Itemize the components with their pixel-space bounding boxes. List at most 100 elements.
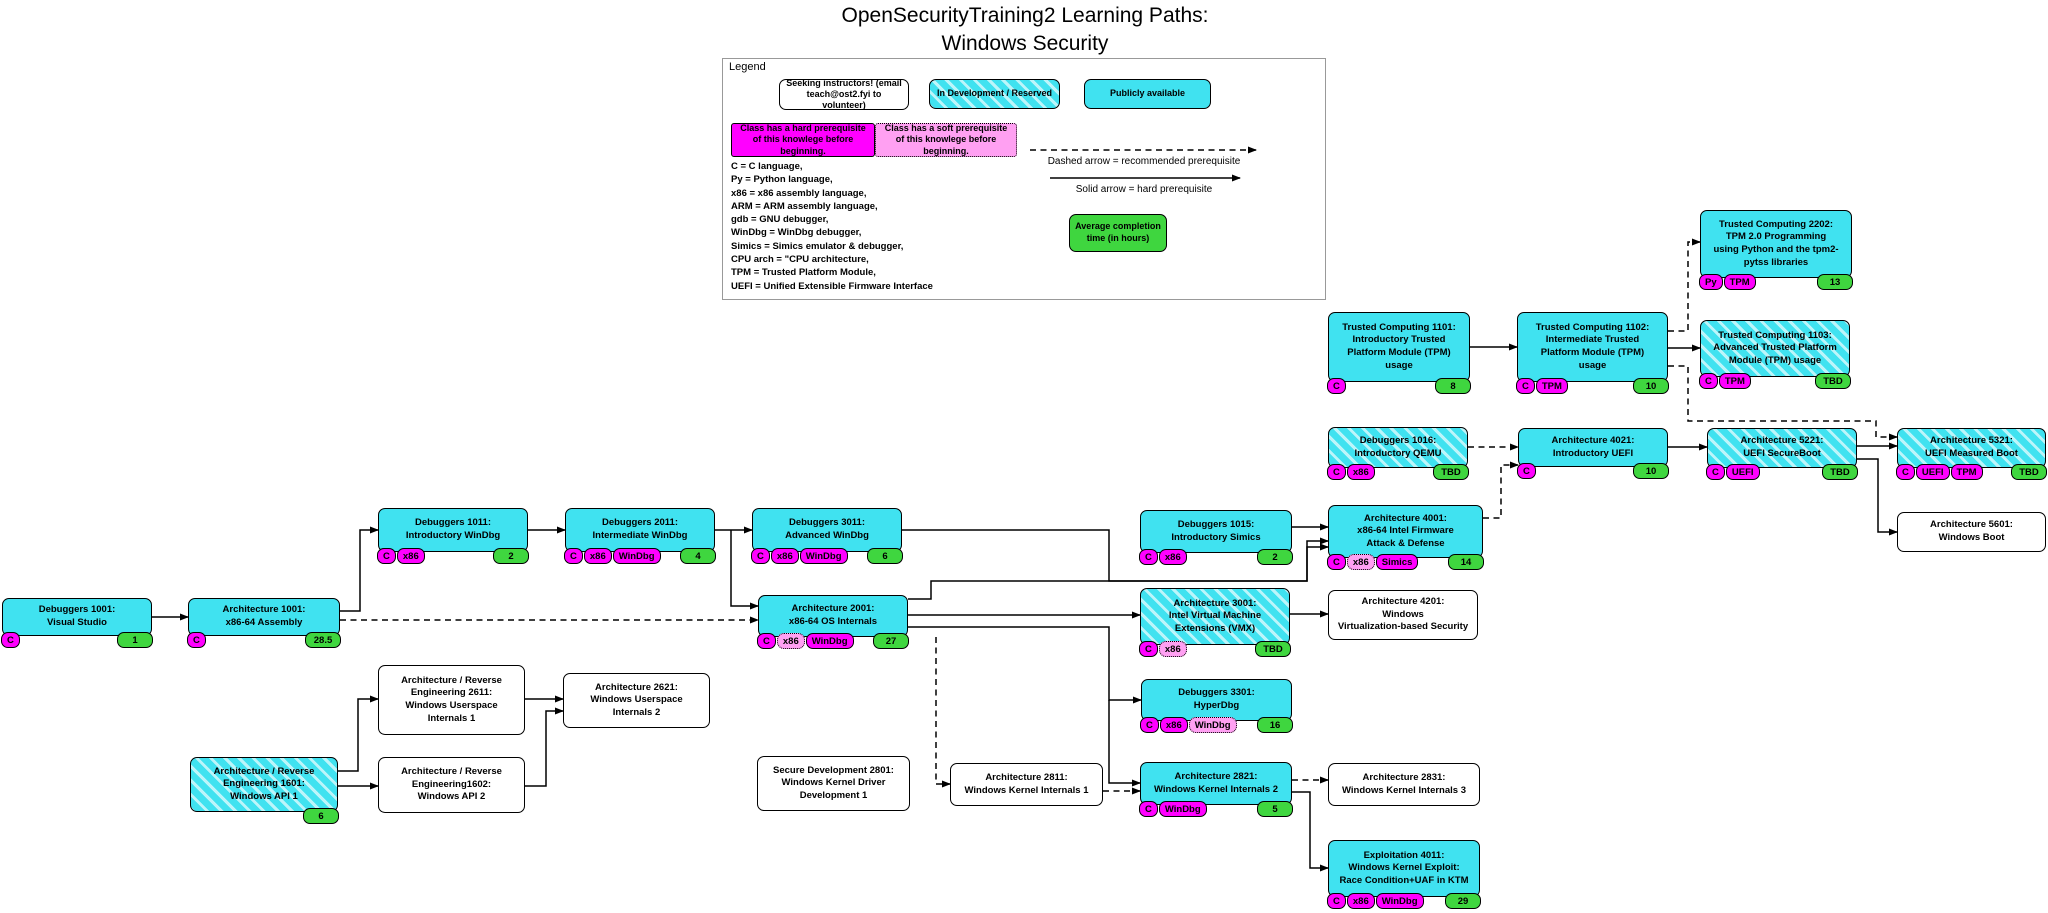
hard-prereq-badge-windbg: WinDbg xyxy=(1375,893,1424,909)
prereq-badges: C xyxy=(1327,378,1347,394)
completion-time-badge: TBD xyxy=(1255,641,1291,657)
completion-time-badge: 10 xyxy=(1633,378,1669,394)
completion-time-badge: 10 xyxy=(1633,463,1669,479)
prereq-badges: C xyxy=(1517,463,1537,479)
hard-prereq-badge-c: C xyxy=(1706,464,1725,480)
hard-prereq-badge-c: C xyxy=(1140,717,1159,733)
edge-arch-re-1601--arch-re-2611 xyxy=(338,695,379,772)
hard-prereq-badge-tpm: TPM xyxy=(1723,274,1756,290)
node-architecture-4021[interactable]: Architecture 4021:Introductory UEFI C 10 xyxy=(1517,428,1669,479)
badge-row: C 10 xyxy=(1517,463,1669,479)
hard-prereq-badge-c: C xyxy=(1699,373,1718,389)
node-title: Architecture 2811:Windows Kernel Interna… xyxy=(964,771,1089,796)
hard-prereq-badge-windbg: WinDbg xyxy=(805,633,854,649)
hard-prereq-badge-tpm: TPM xyxy=(1950,464,1983,480)
completion-time-badge: 4 xyxy=(680,548,716,564)
node-secure-development-2801[interactable]: Secure Development 2801:Windows Kernel D… xyxy=(757,756,910,811)
completion-time-badge: 2 xyxy=(1257,549,1293,565)
node-title: Trusted Computing 2202:TPM 2.0 Programmi… xyxy=(1713,218,1839,268)
soft-prereq-badge-windbg: WinDbg xyxy=(1188,717,1237,733)
hard-prereq-badge-uefi: UEFI xyxy=(1725,464,1760,480)
hard-prereq-badge-c: C xyxy=(751,548,770,564)
node-trusted-computing-2202[interactable]: Trusted Computing 2202:TPM 2.0 Programmi… xyxy=(1699,210,1853,290)
hard-prereq-badge-tpm: TPM xyxy=(1535,378,1568,394)
hard-prereq-badge-c: C xyxy=(1896,464,1915,480)
hard-prereq-badge-c: C xyxy=(1327,554,1346,570)
hard-prereq-badge-x86: x86 xyxy=(1346,893,1375,909)
node-architecture-5601[interactable]: Architecture 5601:Windows Boot xyxy=(1897,512,2046,552)
prereq-badges: C xyxy=(1,632,21,648)
legend-seeking-instructors-box: Seeking instructors! (email teach@ost2.f… xyxy=(779,78,909,110)
completion-time-badge: TBD xyxy=(2011,464,2047,480)
completion-time-badge: 16 xyxy=(1257,717,1293,733)
completion-time-badge: 27 xyxy=(873,633,909,649)
edge-trusted-computing-1102--trusted-computing-2202 xyxy=(1668,238,1701,332)
edge-architecture-2001--architecture-2811 xyxy=(935,637,951,788)
node-architecture-2821[interactable]: Architecture 2821:Windows Kernel Interna… xyxy=(1139,762,1293,817)
node-architecture-2831[interactable]: Architecture 2831:Windows Kernel Interna… xyxy=(1328,763,1480,806)
node-exploitation-4011[interactable]: Exploitation 4011:Windows Kernel Exploit… xyxy=(1327,840,1481,909)
hard-prereq-badge-c: C xyxy=(1139,641,1158,657)
hard-prereq-badge-x86: x86 xyxy=(770,548,799,564)
hard-prereq-badge-c: C xyxy=(1327,464,1346,480)
completion-time-badge: 14 xyxy=(1448,554,1484,570)
hard-prereq-badge-c: C xyxy=(1139,549,1158,565)
hard-prereq-badge-windbg: WinDbg xyxy=(1158,801,1207,817)
node-title: Debuggers 3301:HyperDbg xyxy=(1178,687,1255,711)
node-trusted-computing-1102[interactable]: Trusted Computing 1102:Intermediate Trus… xyxy=(1516,312,1669,394)
node-title: Architecture 4021:Introductory UEFI xyxy=(1551,434,1635,459)
node-title: Architecture 2821:Windows Kernel Interna… xyxy=(1154,770,1278,795)
node-title: Architecture 5601:Windows Boot xyxy=(1930,519,2013,543)
completion-time-badge: 2 xyxy=(493,548,529,564)
legend-panel: Legend Seeking instructors! (email teach… xyxy=(722,58,1326,300)
hard-prereq-badge-c: C xyxy=(1517,463,1536,479)
legend-in-development-box: In Development / Reserved xyxy=(929,79,1060,109)
node-title: Trusted Computing 1101:Introductory Trus… xyxy=(1342,321,1456,371)
soft-prereq-badge-x86: x86 xyxy=(1158,641,1187,657)
hard-prereq-badge-c: C xyxy=(1327,893,1346,909)
edge-arch-re-1602--architecture-2621 xyxy=(525,707,564,787)
hard-prereq-badge-c: C xyxy=(377,548,396,564)
completion-time-badge: 1 xyxy=(117,632,153,648)
node-trusted-computing-1103[interactable]: Trusted Computing 1103:Advanced Trusted … xyxy=(1699,320,1851,389)
node-trusted-computing-1101[interactable]: Trusted Computing 1101:Introductory Trus… xyxy=(1327,312,1471,394)
completion-time-badge: 29 xyxy=(1445,893,1481,909)
node-architecture-2811[interactable]: Architecture 2811:Windows Kernel Interna… xyxy=(950,763,1103,806)
